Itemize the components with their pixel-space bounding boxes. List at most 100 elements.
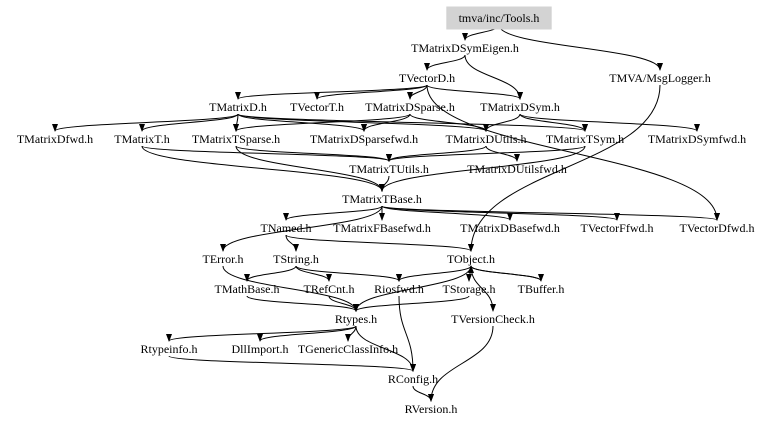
node-label: TMVA/MsgLogger.h [609, 71, 710, 85]
node-msglogger[interactable]: TMVA/MsgLogger.h [609, 71, 710, 85]
node-label: Rtypeinfo.h [141, 342, 198, 356]
node-dfwd[interactable]: TMatrixDfwd.h [17, 132, 93, 146]
node-tsparse[interactable]: TMatrixTSparse.h [192, 132, 280, 146]
edge-tstring-to-refcnt [295, 265, 332, 282]
edge-dsym-to-dutils [483, 113, 521, 132]
edge-vectord-to-dsparse [407, 84, 428, 100]
node-label: TMatrixDSparse.h [365, 100, 455, 114]
node-vdfwd[interactable]: TVectorDfwd.h [680, 221, 755, 235]
edge-dsparse-to-dsparsefwd [361, 113, 411, 132]
node-dbasefwd[interactable]: TMatrixDBasefwd.h [460, 221, 560, 235]
node-tstring[interactable]: TString.h [273, 252, 319, 266]
node-versioncheck[interactable]: TVersionCheck.h [451, 312, 535, 326]
node-tbuffer[interactable]: TBuffer.h [518, 282, 565, 296]
edge-versioncheck-to-rversion [428, 325, 494, 402]
node-vectord[interactable]: TVectorD.h [399, 71, 455, 85]
edge-vectord-to-vdfwd [426, 84, 720, 221]
node-matrixd[interactable]: TMatrixD.h [209, 100, 267, 114]
edges-layer [52, 24, 720, 402]
edge-tsym-to-tutils [386, 145, 586, 162]
edge-tsparse-to-tbase [235, 145, 385, 192]
node-label: Riosfwd.h [374, 282, 424, 296]
edge-mathbase-to-rtypes [246, 295, 359, 312]
node-dutils[interactable]: TMatrixDUtils.h [446, 132, 527, 146]
node-label: RConfig.h [388, 372, 438, 386]
node-refcnt[interactable]: TRefCnt.h [304, 282, 355, 296]
node-label: RVersion.h [405, 402, 458, 416]
node-label: TMatrixDSymEigen.h [411, 41, 519, 55]
node-label: TMatrixDSym.h [480, 100, 560, 114]
node-label: TVersionCheck.h [451, 312, 535, 326]
edge-tbase-to-dbasefwd [381, 205, 513, 221]
node-label: TVectorD.h [399, 71, 455, 85]
edge-vectord-to-vectort [314, 84, 428, 100]
edge-tbase-to-vdfwd [381, 205, 720, 221]
edge-matrixd-to-tsym [237, 113, 588, 132]
node-rconfig[interactable]: RConfig.h [388, 372, 438, 386]
node-dllimport[interactable]: DllImport.h [232, 342, 289, 356]
edge-msglogger-to-tobject [468, 84, 661, 252]
node-tsym[interactable]: TMatrixTSym.h [546, 132, 624, 146]
edge-tobject-to-rtypes [353, 265, 472, 312]
edge-dsparse-to-tsparse [233, 113, 411, 132]
edge-symeigen-to-vectord [424, 54, 466, 71]
node-matrixt[interactable]: TMatrixT.h [114, 132, 169, 146]
edge-vectord-to-dsym [426, 84, 523, 100]
node-dutilsfwd[interactable]: TMatrixDUtilsfwd.h [467, 162, 567, 176]
edge-tsparse-to-tutils [235, 145, 392, 162]
node-label: TVectorT.h [290, 100, 344, 114]
node-label: TGenericClassInfo.h [298, 342, 398, 356]
edge-rconfig-to-rversion [412, 385, 434, 402]
node-label: tmva/inc/Tools.h [459, 11, 540, 25]
node-dsparsefwd[interactable]: TMatrixDSparsefwd.h [310, 132, 418, 146]
node-fbasefwd[interactable]: TMatrixFBasefwd.h [333, 221, 431, 235]
node-label: TBuffer.h [518, 282, 565, 296]
node-tools[interactable]: tmva/inc/Tools.h [446, 6, 552, 30]
node-dsparse[interactable]: TMatrixDSparse.h [365, 100, 455, 114]
edge-vectord-to-matrixd [235, 84, 428, 100]
edge-riosfwd-to-rconfig [398, 295, 416, 372]
edge-matrixt-to-tbase [141, 145, 385, 192]
node-label: TMatrixFBasefwd.h [333, 221, 431, 235]
node-rtypes[interactable]: Rtypes.h [335, 312, 377, 326]
node-genericclass[interactable]: TGenericClassInfo.h [298, 342, 398, 356]
node-vffwd[interactable]: TVectorFfwd.h [581, 221, 654, 235]
edge-tools-to-msglogger [498, 24, 663, 71]
node-tstorage[interactable]: TStorage.h [443, 282, 496, 296]
node-label: TString.h [273, 252, 319, 266]
edge-matrixd-to-dsparsefwd [237, 113, 367, 132]
node-tbase[interactable]: TMatrixTBase.h [342, 192, 422, 206]
edge-matrixd-to-matrixt [139, 113, 239, 132]
node-label: TObject.h [447, 252, 495, 266]
node-symeigen[interactable]: TMatrixDSymEigen.h [411, 41, 519, 55]
edge-matrixd-to-tsparse [233, 113, 240, 132]
node-tutils[interactable]: TMatrixTUtils.h [349, 162, 429, 176]
node-rversion[interactable]: RVersion.h [405, 402, 458, 416]
edge-tbase-to-tnamed [283, 205, 383, 221]
node-label: DllImport.h [232, 342, 289, 356]
node-label: TError.h [203, 252, 244, 266]
edge-terror-to-rtypes [222, 265, 359, 312]
edge-tbase-to-vffwd [381, 205, 620, 221]
node-tnamed[interactable]: TNamed.h [261, 221, 312, 235]
edge-matrixd-to-dutils [237, 113, 489, 132]
node-label: TMathBase.h [215, 282, 280, 296]
node-terror[interactable]: TError.h [203, 252, 244, 266]
node-dsym[interactable]: TMatrixDSym.h [480, 100, 560, 114]
edge-tstring-to-riosfwd [295, 265, 402, 282]
edge-tbuffer-to-tobject [468, 265, 542, 282]
node-riosfwd[interactable]: Riosfwd.h [374, 282, 424, 296]
edge-dsym-to-tsym [519, 113, 588, 132]
node-mathbase[interactable]: TMathBase.h [215, 282, 280, 296]
node-dsymfwd[interactable]: TMatrixDSymfwd.h [648, 132, 746, 146]
edge-dutils-to-tutils [386, 145, 487, 162]
node-rtypeinfo[interactable]: Rtypeinfo.h [141, 342, 198, 356]
node-vectort[interactable]: TVectorT.h [290, 100, 344, 114]
node-label: TMatrixDUtils.h [446, 132, 527, 146]
edge-dutils-to-dutilsfwd [485, 145, 520, 162]
node-label: TStorage.h [443, 282, 496, 296]
edge-tnamed-to-tobject [285, 234, 474, 252]
node-label: TMatrixDUtilsfwd.h [467, 162, 567, 176]
node-tobject[interactable]: TObject.h [447, 252, 495, 266]
